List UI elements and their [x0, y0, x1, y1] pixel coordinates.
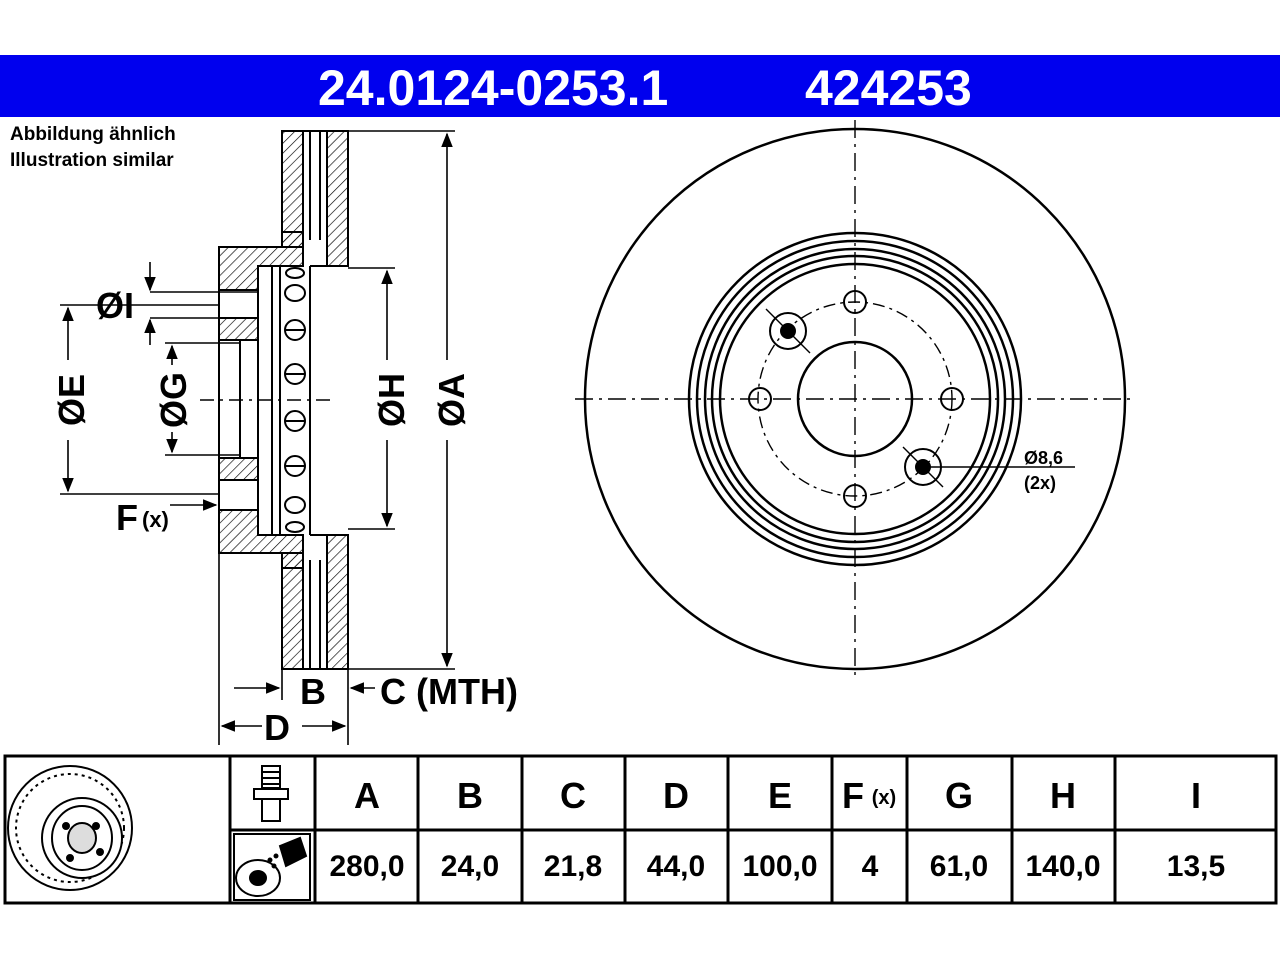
bolt-icon: [253, 765, 289, 822]
header-f: F: [842, 775, 864, 816]
label-dia-h: ØH: [371, 373, 412, 427]
table-value-row: 280,0 24,0 21,8 44,0 100,0 4 61,0 140,0 …: [329, 850, 1225, 883]
header-a: A: [354, 775, 380, 816]
label-d: D: [264, 707, 290, 748]
value-f: 4: [862, 850, 879, 883]
header-d: D: [663, 775, 689, 816]
header-g: G: [945, 775, 973, 816]
header-c: C: [560, 775, 586, 816]
header-e: E: [768, 775, 792, 816]
table-header-row: A B C D E F G H I: [354, 775, 1201, 816]
hub-top: [218, 231, 304, 291]
locator-holes: [765, 308, 1075, 488]
label-b: B: [300, 671, 326, 712]
value-b: 24,0: [441, 850, 499, 883]
hole-count-label: (2x): [1024, 473, 1056, 493]
caption-english: Illustration similar: [10, 150, 174, 171]
header-i: I: [1191, 775, 1201, 816]
header-f-sub: (x): [872, 787, 896, 809]
spray-cleaning-icon: [233, 833, 311, 901]
value-e: 100,0: [742, 850, 817, 883]
header-h: H: [1050, 775, 1076, 816]
section-dimensions: [60, 130, 455, 745]
header-b: B: [457, 775, 483, 816]
part-number: 24.0124-0253.1: [318, 60, 669, 116]
hub-bottom: [218, 509, 304, 569]
section-view: [200, 130, 349, 670]
label-dia-a: ØA: [431, 373, 472, 427]
label-dia-e: ØE: [51, 374, 92, 426]
section-labels: ØI ØE ØG ØH ØA F (x) B C (MTH) D: [51, 285, 518, 748]
hole-diameter-label: Ø8,6: [1024, 448, 1063, 468]
hub-holes: [284, 267, 306, 533]
value-h: 140,0: [1025, 850, 1100, 883]
title-bar: 24.0124-0253.1 424253: [0, 55, 1280, 117]
reference-number: 424253: [805, 60, 972, 116]
illustration-caption: Abbildung ähnlich Illustration similar: [10, 122, 176, 174]
value-c: 21,8: [544, 850, 602, 883]
value-d: 44,0: [647, 850, 705, 883]
value-a: 280,0: [329, 850, 404, 883]
label-f: F: [116, 497, 138, 538]
brake-disc-icon: [7, 765, 133, 891]
label-c: C (MTH): [380, 671, 518, 712]
bolt-holes: [748, 290, 964, 508]
value-g: 61,0: [930, 850, 988, 883]
label-dia-g: ØG: [153, 372, 194, 428]
caption-german: Abbildung ähnlich: [10, 124, 176, 145]
label-dia-i: ØI: [96, 285, 134, 326]
label-f-sub: (x): [142, 507, 169, 532]
front-view: [575, 120, 1135, 680]
value-i: 13,5: [1167, 850, 1225, 883]
